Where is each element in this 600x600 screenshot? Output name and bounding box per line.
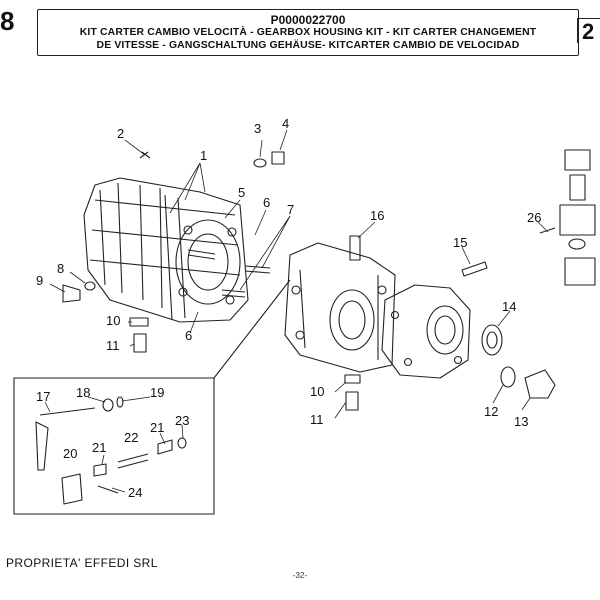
callout-24: 24 [128, 485, 142, 500]
right-partial-assembly [539, 149, 596, 286]
plug-13 [524, 369, 556, 399]
callout-6-top: 6 [263, 195, 270, 210]
callout-4: 4 [282, 116, 289, 131]
bolt-15 [461, 261, 488, 277]
exploded-parts-drawing: 1 2 3 4 5 6 6 7 8 9 10 11 10 11 12 13 14… [13, 116, 596, 515]
part-code: P0000022700 [270, 13, 346, 27]
middle-housing [284, 242, 396, 373]
callout-21-right: 21 [150, 420, 164, 435]
callout-6-bottom: 6 [185, 328, 192, 343]
callout-11-center: 11 [310, 412, 324, 427]
washer-3 [253, 158, 267, 168]
title-line-2: DE VITESSE - GANGSCHALTUNG GEHÄUSE- KITC… [96, 39, 520, 51]
callout-15: 15 [453, 235, 467, 250]
callout-23: 23 [175, 413, 189, 428]
breather-9 [62, 284, 81, 303]
callout-2: 2 [117, 126, 124, 141]
rear-cover [381, 284, 471, 379]
callout-16: 16 [370, 208, 384, 223]
seal-14 [481, 324, 503, 356]
callout-14: 14 [502, 299, 516, 314]
footer-page-number: -32- [292, 571, 308, 580]
callout-1: 1 [200, 148, 207, 163]
pin-2 [139, 151, 151, 159]
callout-20: 20 [63, 446, 77, 461]
bolt-4 [271, 151, 285, 165]
callout-17: 17 [36, 389, 50, 404]
callout-22: 22 [124, 430, 138, 445]
callout-5: 5 [238, 185, 245, 200]
callout-10-left: 10 [106, 313, 120, 328]
callout-11-left: 11 [106, 338, 120, 353]
title-block: P0000022700 KIT CARTER CAMBIO VELOCITÀ -… [37, 9, 579, 56]
callout-12: 12 [484, 404, 498, 419]
callout-21-left: 21 [92, 440, 106, 455]
callout-13: 13 [514, 414, 528, 429]
plug-16 [349, 235, 361, 261]
gearbox-housing [83, 177, 249, 323]
callout-9: 9 [36, 273, 43, 288]
callout-7: 7 [287, 202, 294, 217]
page-number-left: 8 [0, 6, 15, 36]
callout-26: 26 [527, 210, 541, 225]
callout-19: 19 [150, 385, 164, 400]
callout-18: 18 [76, 385, 90, 400]
page-number-right: 2 [577, 18, 600, 43]
leader-lines [44, 129, 549, 493]
callout-8: 8 [57, 261, 64, 276]
detail-inset [13, 279, 291, 515]
plug-11 [133, 333, 147, 353]
washer-10 [129, 317, 149, 327]
callout-10-center: 10 [310, 384, 324, 399]
callout-3: 3 [254, 121, 261, 136]
title-line-1: KIT CARTER CAMBIO VELOCITÀ - GEARBOX HOU… [79, 27, 537, 38]
owner-label: PROPRIETA' EFFEDI SRL [6, 556, 158, 570]
washer-12 [500, 366, 516, 388]
